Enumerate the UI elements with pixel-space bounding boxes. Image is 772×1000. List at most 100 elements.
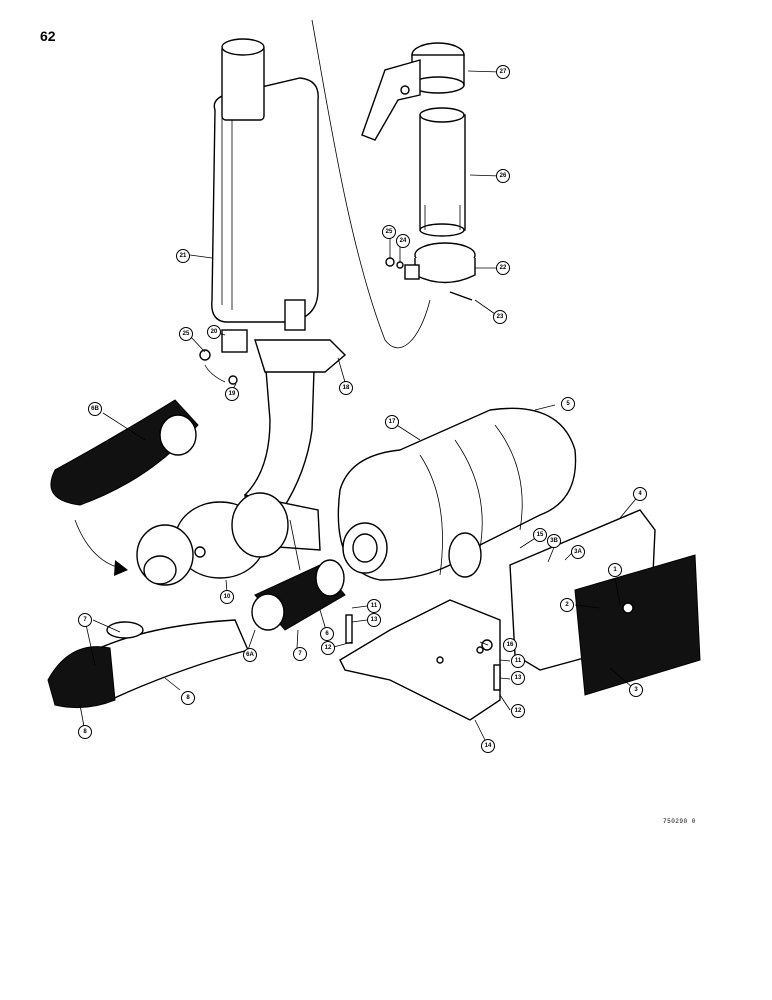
callout-label: 18 [343,385,350,391]
callout-circle [511,704,525,718]
side-panel [509,509,701,696]
callout-circle [78,725,92,739]
callout-c10: 10 [220,590,234,604]
callout-circle [560,598,574,612]
callout-label: 27 [500,69,507,75]
air-cleaner [337,407,577,581]
callout-circle [493,310,507,324]
callout-circle [225,387,239,401]
callout-label: 6 [325,631,329,637]
callout-c15: 15 [533,528,547,542]
callout-circle [293,647,307,661]
callout-label: 17 [389,419,396,425]
callout-c3b: 3B [547,534,561,548]
callout-label: 22 [500,265,507,271]
callout-circle [496,261,510,275]
callout-c26: 26 [496,169,510,183]
arrow-head [114,560,128,576]
callout-label: 16 [507,642,514,648]
assembly-guide-line [311,19,431,349]
pipe-clamp [385,242,476,301]
callout-label: 3A [574,549,582,555]
intake-pipe [47,619,249,709]
callout-label: 15 [537,532,544,538]
callout-label: 12 [515,708,522,714]
intake-hose-6a [251,559,346,631]
callout-label: 5 [566,401,570,407]
callout-circle [367,599,381,613]
callout-circle [629,683,643,697]
callout-c12b: 12 [511,704,525,718]
callout-circle [320,627,334,641]
leader-lines [79,70,641,747]
callout-label: 7 [83,617,87,623]
callout-c18: 18 [339,381,353,395]
callout-circle [339,381,353,395]
callout-circle [633,487,647,501]
callout-c6b: 6B [88,402,102,416]
callout-c21: 21 [176,249,190,263]
callout-circle [181,691,195,705]
callout-label: 20 [211,329,218,335]
callout-label: 23 [497,314,504,320]
callout-label: 21 [180,253,187,259]
callout-circle [561,397,575,411]
callout-label: 24 [400,238,407,244]
callout-circle [382,225,396,239]
callout-circle [220,590,234,604]
callout-circle [243,648,257,662]
callout-circle [179,327,193,341]
callout-label: 26 [500,173,507,179]
callout-circle [88,402,102,416]
callout-c3a: 3A [571,545,585,559]
callout-label: 6A [246,652,254,658]
callout-c11b: 11 [511,654,525,668]
callout-label: 11 [371,603,378,609]
callout-c8b: 8 [78,725,92,739]
callout-label: 10 [224,594,231,600]
callout-c22: 22 [496,261,510,275]
callout-circle [367,613,381,627]
callout-circle [176,249,190,263]
callout-c12a: 12 [321,641,335,655]
callout-label: 8 [186,695,190,701]
callout-circle [503,638,517,652]
callout-label: 6B [91,406,99,412]
callout-c25b: 25 [179,327,193,341]
callout-label: 2 [565,602,569,608]
callout-label: 7 [298,651,302,657]
callout-label: 14 [485,743,492,749]
assembly-arrow-2 [204,364,226,383]
turbocharger [136,492,289,586]
callout-group: 1233A3B4566A6B77881011111212131314151617… [78,65,647,753]
callout-label: 19 [229,391,236,397]
callout-label: 4 [638,491,642,497]
callout-circle [511,654,525,668]
callout-circle [496,65,510,79]
callout-c6: 6 [320,627,334,641]
callout-c19: 19 [225,387,239,401]
callout-c2: 2 [560,598,574,612]
assembly-arrow [74,519,121,569]
intake-hose-6b [50,399,199,506]
callout-label: 3B [550,538,558,544]
callout-c7a: 7 [78,613,92,627]
drawing-code: 750290 0 [663,818,696,825]
callout-c25a: 25 [382,225,396,239]
callout-circle [511,671,525,685]
callout-circle [571,545,585,559]
rain-cap [361,42,465,141]
callout-c6a: 6A [243,648,257,662]
callout-c24: 24 [396,234,410,248]
callout-c3: 3 [629,683,643,697]
callout-label: 25 [386,229,393,235]
callout-c27: 27 [496,65,510,79]
callout-c14: 14 [481,739,495,753]
mounting-bracket [339,599,501,721]
callout-circle [207,325,221,339]
callout-circle [396,234,410,248]
callout-label: 13 [515,675,522,681]
callout-label: 3 [634,687,638,693]
callout-circle [533,528,547,542]
